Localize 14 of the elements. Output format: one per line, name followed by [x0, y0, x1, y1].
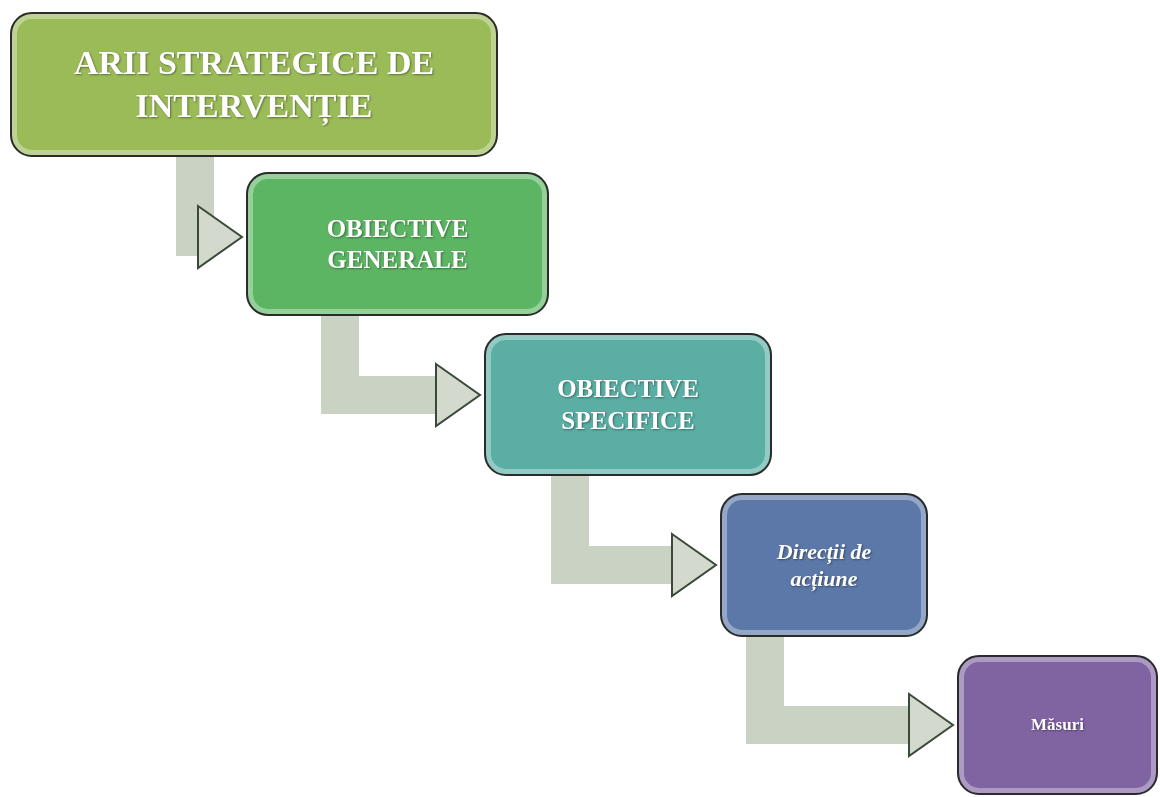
- box-label: Măsuri: [1031, 714, 1084, 736]
- box-label: ARII STRATEGICE DE INTERVENȚIE: [72, 43, 436, 127]
- bent-arrow: [746, 637, 954, 757]
- process-box: [957, 655, 1158, 795]
- process-box: [10, 12, 498, 157]
- bent-arrow: [176, 157, 243, 269]
- bent-arrow: [321, 316, 481, 427]
- bent-arrow: [551, 476, 717, 597]
- box-label: Direcții de acțiune: [775, 537, 873, 593]
- box-label: OBIECTIVE GENERALE: [325, 213, 470, 275]
- process-box: [720, 493, 928, 637]
- process-box: [246, 172, 549, 316]
- process-box: [484, 333, 772, 476]
- box-label: OBIECTIVE SPECIFICE: [556, 374, 700, 436]
